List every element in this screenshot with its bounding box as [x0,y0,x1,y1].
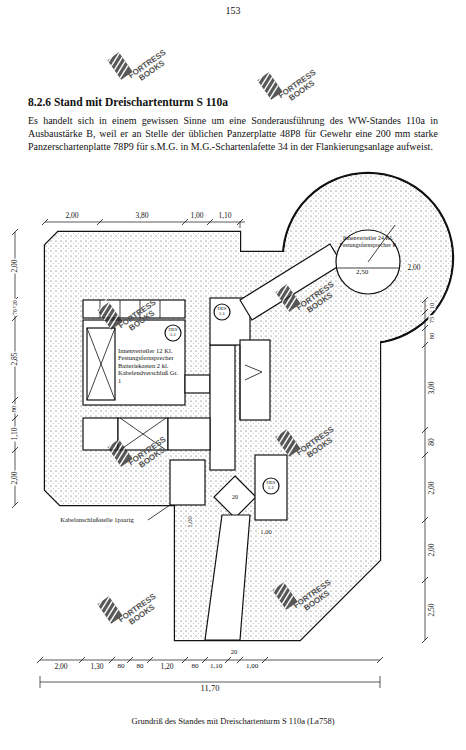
dimension: 1,20 [159,663,174,671]
concrete-body [45,173,453,640]
note-text: Innenverteiler 12 Kl. Festungsfernsprech… [118,347,182,384]
room-equipment-note: Innenverteiler 12 Kl. Festungsfernsprech… [117,346,183,385]
dimension-tick [237,657,243,663]
watermark: FORTRESS BOOKS [276,67,325,108]
dimension-ticks [12,219,428,663]
overall-dimension: 11,70 [200,684,221,693]
dimension-tick [109,657,115,663]
dimension: 80 [136,663,145,671]
dimension: 2,00 [428,542,436,557]
dimension: 1,00 [189,212,204,220]
dimension-tick [207,219,213,225]
dimension: 80 [428,332,435,341]
dimension-tick [147,657,153,663]
page-number: 153 [226,5,241,16]
dimension-tick [262,657,268,663]
section-title: 8.2.6 Stand mit Dreischartenturm S 110a [28,96,228,109]
dimension: 3,00 [428,380,436,395]
dimension: 1,00 [186,515,193,528]
dimension: 20 [230,648,239,655]
dimension-tick [422,427,428,433]
dimension: 2,85 [11,351,19,366]
callout-number: HES 5.1 [216,307,228,317]
callout-number: HES 5.1 [167,328,179,338]
callout-number: HES 5.1 [265,481,277,491]
callout-label: Kabelanschlußstelle 1paarig [59,516,134,523]
dimension-tick [37,657,43,663]
dimension: 2,00 [53,663,68,671]
body-paragraph: Es handelt sich in einem gewissen Sinne … [28,114,438,153]
dimension-tick [12,397,18,403]
dimension-tick [237,219,243,225]
figure-caption: Grundriß des Standes mit Dreischartentur… [132,717,335,726]
dimension: 1,10 [11,426,19,441]
dimension: 20 [12,299,18,307]
dimension: 2,50 [428,602,436,617]
dimension: 1,00 [245,663,259,671]
dimension-tick [422,577,428,583]
turret-equipment-note: Innenverteiler 24 Kl. Festungsfernsprech… [336,234,400,250]
dimension-tick [12,415,18,421]
dimension-tick [422,342,428,348]
dimension-tick [422,637,428,643]
dimension: 20 [232,494,238,501]
dimension-tick [422,517,428,523]
dimension-tick [422,309,428,315]
dimension: 75 [428,316,435,325]
dimension: 1,00 [259,528,272,535]
dimension-tick [127,657,133,663]
dimension-tick [12,447,18,453]
dimension-tick [182,657,188,663]
dimension: 80 [117,663,126,671]
note-text: Innenverteiler 24 Kl. Festungsfernsprech… [337,235,399,249]
rooms [83,230,400,640]
dimension: 2,00 [11,470,19,485]
dimension-tick [182,219,188,225]
dimension-tick [12,502,18,508]
dimension-tick [225,657,231,663]
dimension: 80 [11,405,19,414]
dimension: 10 [428,302,435,311]
dimension: 1,30 [89,663,104,671]
dimension-tick [12,229,18,235]
dimension: 2,50 [356,269,368,277]
dimension: 2,00 [406,264,421,272]
dimension-tick [422,325,428,331]
dimension-lines [15,222,425,688]
dimension-tick [202,657,208,663]
dimension-tick [97,219,103,225]
dimension: 1,10 [209,663,223,671]
dimension: 80 [428,437,436,447]
dimension: 80 [191,663,200,671]
dimension-tick [422,452,428,458]
dimension: 3,80 [134,212,149,220]
watermark: FORTRESS BOOKS [116,591,165,632]
dimension-tick [377,657,383,663]
room-details [87,225,400,520]
dimension-tick [422,297,428,303]
dimension: 1,10 [217,212,232,220]
dimension: 2,00 [64,212,79,220]
watermark: FORTRESS BOOKS [126,47,175,88]
dimension: 2,00 [11,258,19,273]
dimension-tick [42,219,48,225]
dimension-tick [12,315,18,321]
dimension: 2,00 [428,480,436,495]
dimension-tick [79,657,85,663]
dimension: 70 [12,308,18,316]
